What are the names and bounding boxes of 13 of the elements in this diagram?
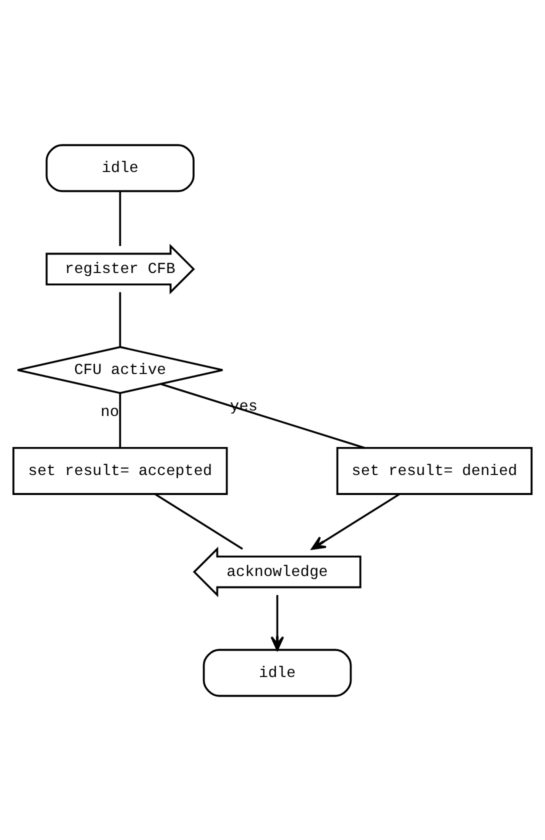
node-box: idle bbox=[46, 144, 195, 192]
connector bbox=[119, 190, 122, 246]
arrow bbox=[311, 492, 400, 550]
arrow bbox=[270, 594, 284, 650]
edge-label: no bbox=[100, 402, 120, 421]
connector bbox=[154, 492, 244, 550]
connector bbox=[119, 292, 122, 346]
node-box: set result= accepted bbox=[12, 446, 228, 494]
connector bbox=[160, 382, 366, 448]
node-box: set result= denied bbox=[336, 446, 533, 494]
connector bbox=[119, 392, 122, 448]
node-box: idle bbox=[202, 648, 352, 696]
node-diamond: CFU active bbox=[16, 346, 224, 394]
